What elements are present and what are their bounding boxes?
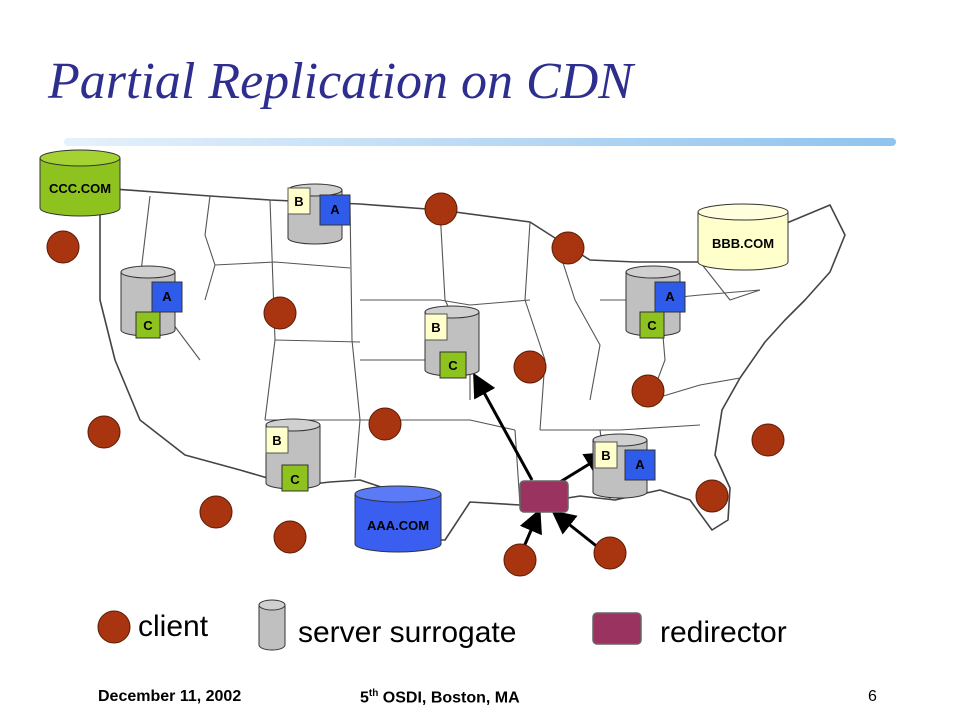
title-rule bbox=[64, 138, 896, 146]
client bbox=[551, 231, 585, 265]
origin-ccc-label: CCC.COM bbox=[49, 181, 111, 196]
client bbox=[368, 407, 402, 441]
client bbox=[503, 543, 537, 577]
block-label: A bbox=[330, 202, 340, 217]
block-label: A bbox=[635, 457, 645, 472]
slide-title: Partial Replication on CDN bbox=[48, 53, 633, 110]
block-label: A bbox=[162, 289, 172, 304]
origin-ccc: CCC.COM bbox=[39, 149, 121, 217]
footer-venue: 5th OSDI, Boston, MA bbox=[360, 688, 520, 707]
block-label: A bbox=[665, 289, 675, 304]
client bbox=[424, 192, 458, 226]
origin-aaa: AAA.COM bbox=[354, 485, 442, 553]
arrow-to-center-surrogate bbox=[473, 372, 534, 481]
legend-client-label: client bbox=[138, 610, 209, 643]
clients bbox=[46, 192, 785, 577]
redirector bbox=[519, 480, 569, 513]
footer-date: December 11, 2002 bbox=[98, 688, 242, 705]
redirect-arrows bbox=[473, 372, 610, 557]
legend-surrogate-label: server surrogate bbox=[298, 616, 517, 649]
block-label: B bbox=[294, 194, 303, 209]
client bbox=[263, 296, 297, 330]
legend-client-swatch bbox=[97, 610, 131, 644]
origin-bbb-label: BBB.COM bbox=[712, 236, 774, 251]
footer-venue-sup: th bbox=[368, 688, 379, 699]
client bbox=[273, 520, 307, 554]
client bbox=[751, 423, 785, 457]
client bbox=[87, 415, 121, 449]
client bbox=[593, 536, 627, 570]
client bbox=[695, 479, 729, 513]
footer-venue-number: 5 bbox=[360, 689, 369, 707]
surrogate-center: B C bbox=[424, 305, 480, 379]
legend-surrogate-swatch bbox=[258, 605, 286, 651]
footer-venue-text: OSDI, Boston, MA bbox=[378, 689, 520, 707]
page-number: 6 bbox=[868, 688, 877, 705]
surrogate-west: A C bbox=[120, 265, 183, 339]
block-label: C bbox=[143, 318, 153, 333]
block-label: C bbox=[647, 318, 657, 333]
us-outline bbox=[99, 187, 846, 541]
client bbox=[631, 374, 665, 408]
origin-bbb: BBB.COM bbox=[697, 203, 789, 271]
client bbox=[46, 230, 80, 264]
block-label: C bbox=[290, 472, 300, 487]
block-label: B bbox=[431, 320, 440, 335]
surrogate-southeast: B A bbox=[592, 433, 656, 499]
surrogate-north: B A bbox=[287, 183, 351, 245]
block-label: B bbox=[601, 448, 610, 463]
legend-redirector-swatch bbox=[592, 612, 642, 645]
block-label: C bbox=[448, 358, 458, 373]
legend-shapes bbox=[97, 599, 642, 651]
block-label: B bbox=[272, 433, 281, 448]
surrogate-southwest: B C bbox=[265, 418, 321, 492]
surrogate-east: A C bbox=[625, 265, 686, 339]
origin-aaa-label: AAA.COM bbox=[367, 518, 429, 533]
client bbox=[199, 495, 233, 529]
client bbox=[513, 350, 547, 384]
legend-redirector-label: redirector bbox=[660, 616, 787, 649]
